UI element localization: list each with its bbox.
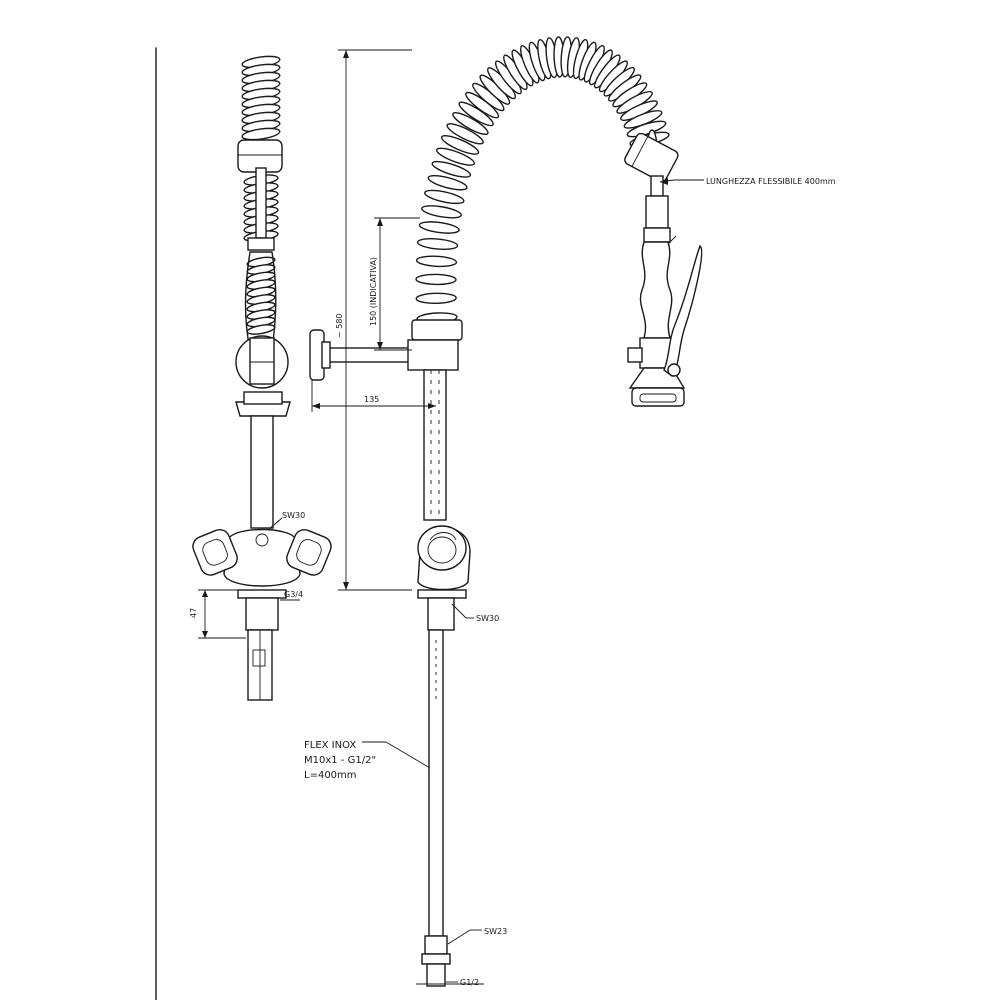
- spring-coil: [415, 273, 457, 286]
- side-view: 47 SW30 G3/4: [189, 55, 332, 701]
- dim-150: 150 (INDICATIVA): [369, 217, 420, 351]
- spring-coil: [435, 147, 476, 166]
- dim-135-label: 135: [364, 395, 379, 404]
- spring-coil: [415, 255, 458, 268]
- side-g34-label: G3/4: [284, 590, 303, 599]
- spring-coil: [431, 160, 472, 178]
- dim-580: ~ 580: [335, 49, 412, 591]
- side-view-top-spring: [241, 55, 281, 141]
- side-sw30-label: SW30: [282, 511, 305, 520]
- dim-150-label: 150 (INDICATIVA): [369, 257, 378, 326]
- spring-coil: [446, 123, 484, 145]
- g12-label: G1/2: [460, 978, 479, 987]
- spring-coil: [424, 189, 465, 205]
- dim-47: 47: [189, 589, 246, 639]
- dim-47-label: 47: [189, 608, 198, 618]
- flex-line3: L=400mm: [304, 770, 357, 781]
- spring-coil: [427, 174, 468, 191]
- spring-coil: [440, 135, 480, 155]
- spring-coil: [418, 221, 460, 234]
- front-view-spring-arc: [415, 36, 670, 324]
- sw23-label: SW23: [484, 927, 507, 936]
- front-view-flex-hose: [428, 629, 444, 937]
- flex-line1: FLEX INOX: [304, 740, 356, 751]
- spring-coil: [416, 238, 459, 250]
- flex-length-label: LUNGHEZZA FLESSIBILE 400mm: [706, 177, 836, 186]
- spray-head: LUNGHEZZA FLESSIBILE 400mm: [624, 132, 836, 407]
- front-view: SW30 SW23 G1/2 FLEX INOX M10x1 - G1/2" L…: [304, 36, 670, 987]
- spring-coil: [421, 205, 462, 219]
- side-view-collar: [237, 139, 283, 173]
- flex-line2: M10x1 - G1/2": [304, 755, 376, 766]
- dim-580-label: ~ 580: [335, 313, 344, 338]
- spring-coil: [415, 292, 457, 305]
- spring-coil: [452, 111, 489, 136]
- side-view-pipe: [250, 415, 274, 529]
- side-view-mixer: [192, 528, 332, 587]
- front-view-pipe: [423, 369, 447, 521]
- front-sw30-label: SW30: [476, 614, 499, 623]
- spring-coil: [241, 127, 281, 141]
- front-view-mixer: [417, 525, 471, 591]
- dim-135: 135: [311, 380, 436, 412]
